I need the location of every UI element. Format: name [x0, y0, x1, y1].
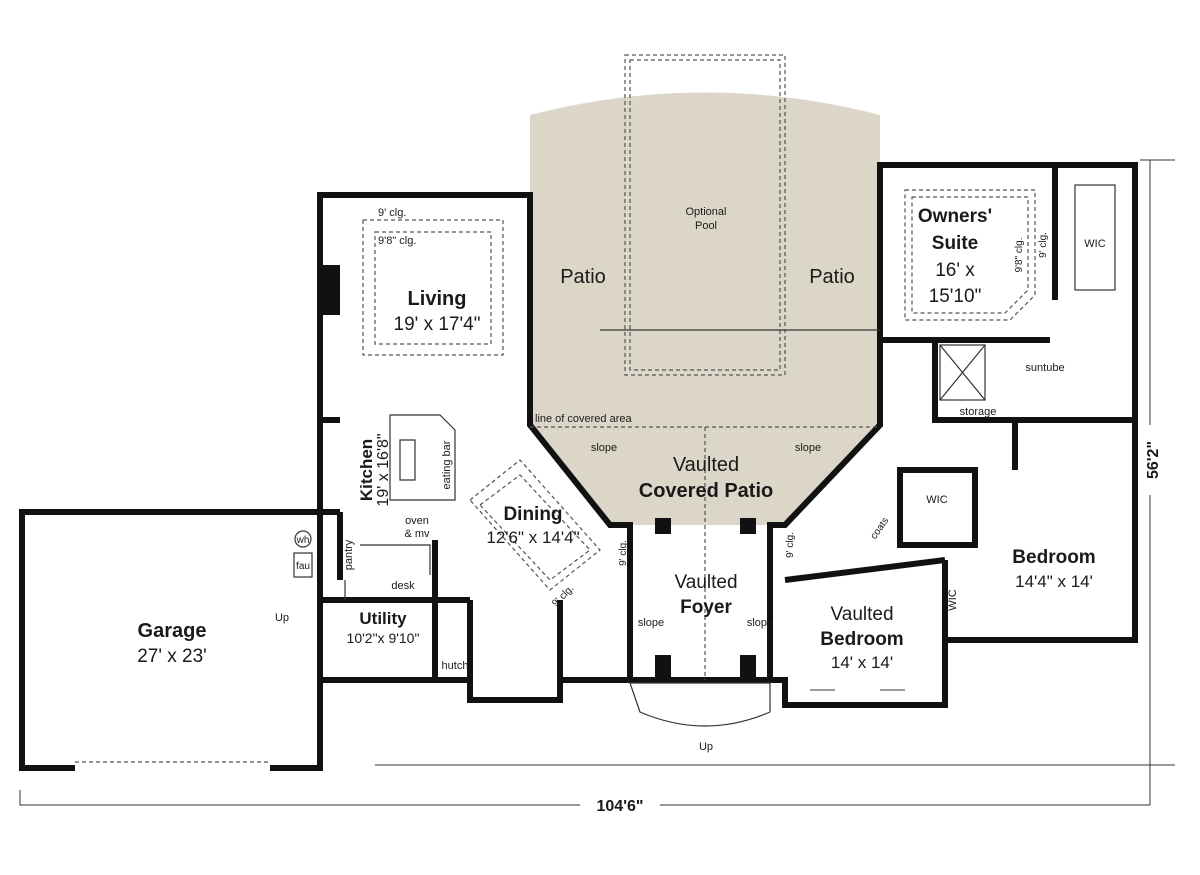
vaulted-bedroom-size: 14' x 14' — [831, 653, 893, 672]
bedroom-size: 14'4" x 14' — [1015, 572, 1093, 591]
vaulted-bedroom-label-2: Bedroom — [820, 629, 903, 650]
owners-suite-label-1: Owners' — [918, 206, 992, 227]
owners-ceiling-outer: 9' clg. — [1038, 232, 1049, 258]
owners-ceiling-outline — [904, 189, 1036, 321]
coats-label: coats — [869, 516, 892, 542]
dining-size: 12'6" x 14'4" — [486, 528, 579, 547]
overall-width-dimension: 104'6" — [597, 798, 644, 815]
vaulted-bedroom-wic-label: WIC — [947, 589, 959, 610]
living-label: Living — [408, 288, 467, 310]
foyer-label-1: Vaulted — [674, 572, 737, 593]
column — [655, 655, 671, 680]
foyer-slope-left: slope — [638, 617, 664, 629]
foyer-ceiling-right: 9' clg. — [785, 532, 796, 558]
shower-diagonal-2 — [939, 344, 986, 401]
eating-bar-label: eating bar — [441, 440, 453, 489]
fau-label: fau — [296, 561, 310, 572]
oven-mv-label: & mv — [404, 528, 430, 540]
living-ceiling-inner: 9'8" clg. — [378, 235, 416, 247]
entry-up-label: Up — [699, 741, 713, 753]
slope-right: slope — [795, 442, 821, 454]
pool-label-2: Pool — [695, 220, 717, 232]
column — [740, 518, 756, 534]
owners-ceiling-inner: 9'8" clg. — [1014, 238, 1025, 273]
kitchen-island — [344, 329, 880, 600]
garage-size: 27' x 23' — [137, 646, 207, 667]
foyer-label-2: Foyer — [680, 597, 732, 618]
desk-label: desk — [391, 580, 415, 592]
storage-label: storage — [960, 406, 997, 418]
pool-label-1: Optional — [686, 206, 727, 218]
garage-up-label: Up — [275, 612, 289, 624]
vaulted-bedroom-label-1: Vaulted — [830, 604, 893, 625]
patio-left-label: Patio — [560, 266, 606, 288]
living-size: 19' x 17'4" — [394, 314, 481, 335]
fireplace-icon — [322, 265, 340, 315]
overall-depth-dimension: 56'2" — [1145, 441, 1162, 479]
oven-label: oven — [405, 515, 429, 527]
column — [740, 655, 756, 680]
owners-wic-label: WIC — [1084, 238, 1105, 250]
patio-right-label: Patio — [809, 266, 855, 288]
owners-suite-label-2: Suite — [932, 233, 978, 254]
interior-walls-east — [784, 165, 1135, 640]
covered-patio-label-2: Covered Patio — [639, 480, 773, 502]
owners-suite-size-1: 16' x — [935, 260, 975, 281]
patio-surface — [530, 92, 880, 525]
garage-label: Garage — [138, 620, 207, 642]
suntube-label: suntube — [1025, 362, 1064, 374]
dining-label: Dining — [503, 504, 562, 525]
furnace-icon — [293, 552, 313, 578]
dimension-label-backing — [580, 796, 660, 814]
owners-suite-size-2: 15'10" — [929, 286, 982, 307]
foyer-ceiling-left: 9' clg. — [618, 540, 629, 566]
living-ceiling-outer: 9' clg. — [378, 207, 406, 219]
entry-porch — [629, 682, 771, 727]
pantry-label: pantry — [343, 539, 355, 570]
bedroom-wic-label: WIC — [926, 494, 947, 506]
dimension-label-backing — [1140, 425, 1162, 495]
living-ceiling-outline-outer — [362, 219, 504, 356]
dining-ceiling-outline — [469, 459, 601, 591]
interior-walls-west — [320, 417, 633, 680]
utility-label: Utility — [359, 609, 407, 628]
slope-left: slope — [591, 442, 617, 454]
covered-line-label: line of covered area — [535, 413, 632, 425]
wh-label: wh — [296, 535, 310, 546]
utility-size: 10'2"x 9'10" — [347, 630, 420, 646]
kitchen-size: 19' x 16'8" — [375, 433, 392, 506]
covered-area-line — [530, 426, 880, 680]
owners-wic-shelf — [1074, 184, 1116, 291]
shower-icon — [939, 344, 986, 401]
foyer-slope-right: slope — [747, 617, 773, 629]
water-heater-icon — [294, 530, 312, 548]
pool-inner-outline — [629, 59, 781, 371]
bedroom-label: Bedroom — [1012, 547, 1095, 568]
kitchen-label: Kitchen — [357, 439, 376, 501]
optional-pool — [624, 54, 786, 376]
living-ceiling-outline-inner — [374, 231, 492, 345]
column — [655, 518, 671, 534]
covered-patio-label-1: Vaulted — [673, 454, 739, 476]
dining-ceiling: 9' clg. — [550, 583, 576, 609]
hutch-label: hutch — [442, 660, 469, 672]
